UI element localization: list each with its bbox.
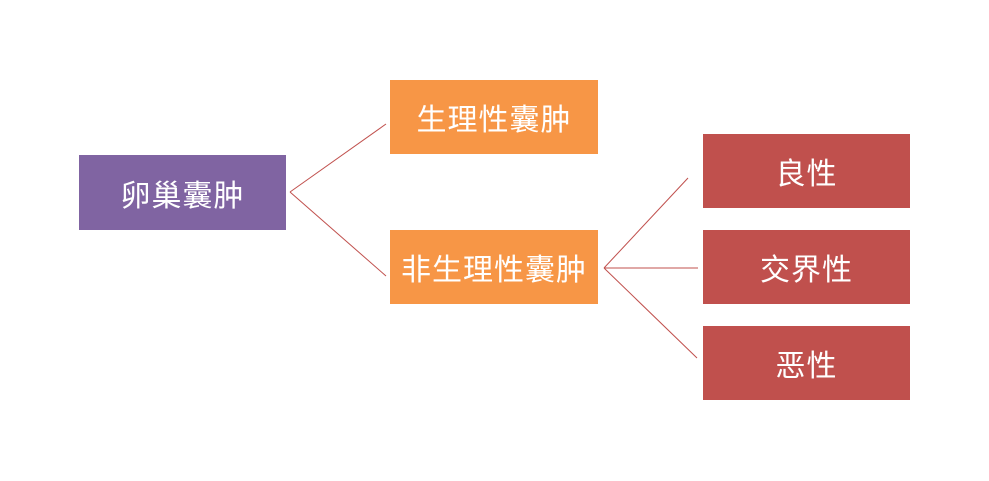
- connector-to-malignant: [603, 267, 698, 359]
- connector-root-to-nonphysiological: [289, 191, 387, 277]
- node-nonphysiological-cyst: 非生理性囊肿: [390, 230, 598, 304]
- node-nonphysiological-cyst-label: 非生理性囊肿: [401, 253, 587, 288]
- leaf-node-malignant-label: 恶性: [775, 349, 838, 384]
- root-node-ovarian-cyst: 卵巢囊肿: [79, 155, 286, 230]
- node-physiological-cyst-label: 生理性囊肿: [416, 103, 572, 138]
- root-node-label: 卵巢囊肿: [120, 178, 245, 214]
- connector-to-benign: [603, 177, 689, 269]
- leaf-node-malignant: 恶性: [703, 326, 910, 400]
- leaf-node-benign: 良性: [703, 134, 910, 208]
- leaf-node-borderline: 交界性: [703, 230, 910, 304]
- node-physiological-cyst: 生理性囊肿: [390, 80, 598, 154]
- connector-root-to-physiological: [289, 123, 387, 193]
- leaf-node-benign-label: 良性: [775, 157, 838, 192]
- leaf-node-borderline-label: 交界性: [760, 253, 853, 288]
